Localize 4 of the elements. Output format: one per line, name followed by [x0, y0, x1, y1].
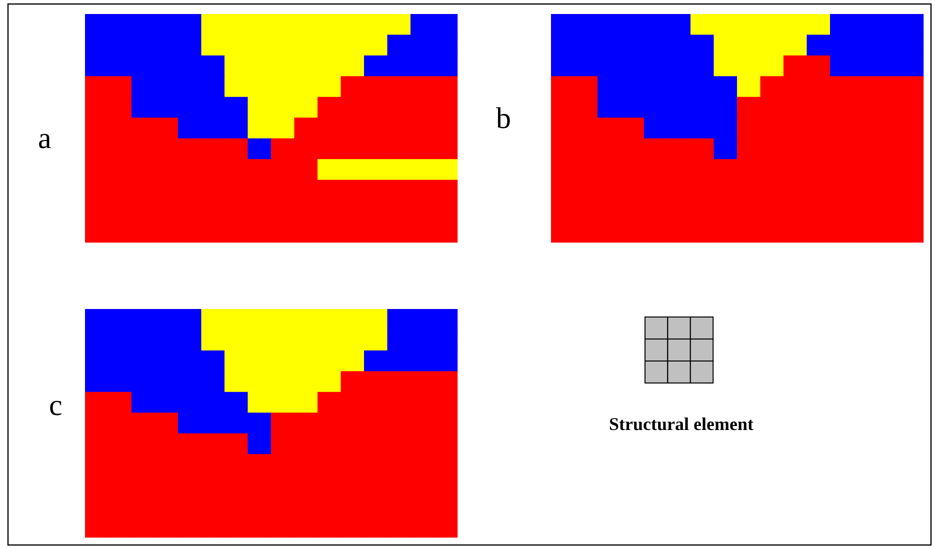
- panel-letter: c: [49, 389, 62, 423]
- panel-letter: a: [38, 122, 52, 156]
- caption-text: Structural element: [609, 414, 754, 435]
- panel-letter: b: [496, 102, 511, 136]
